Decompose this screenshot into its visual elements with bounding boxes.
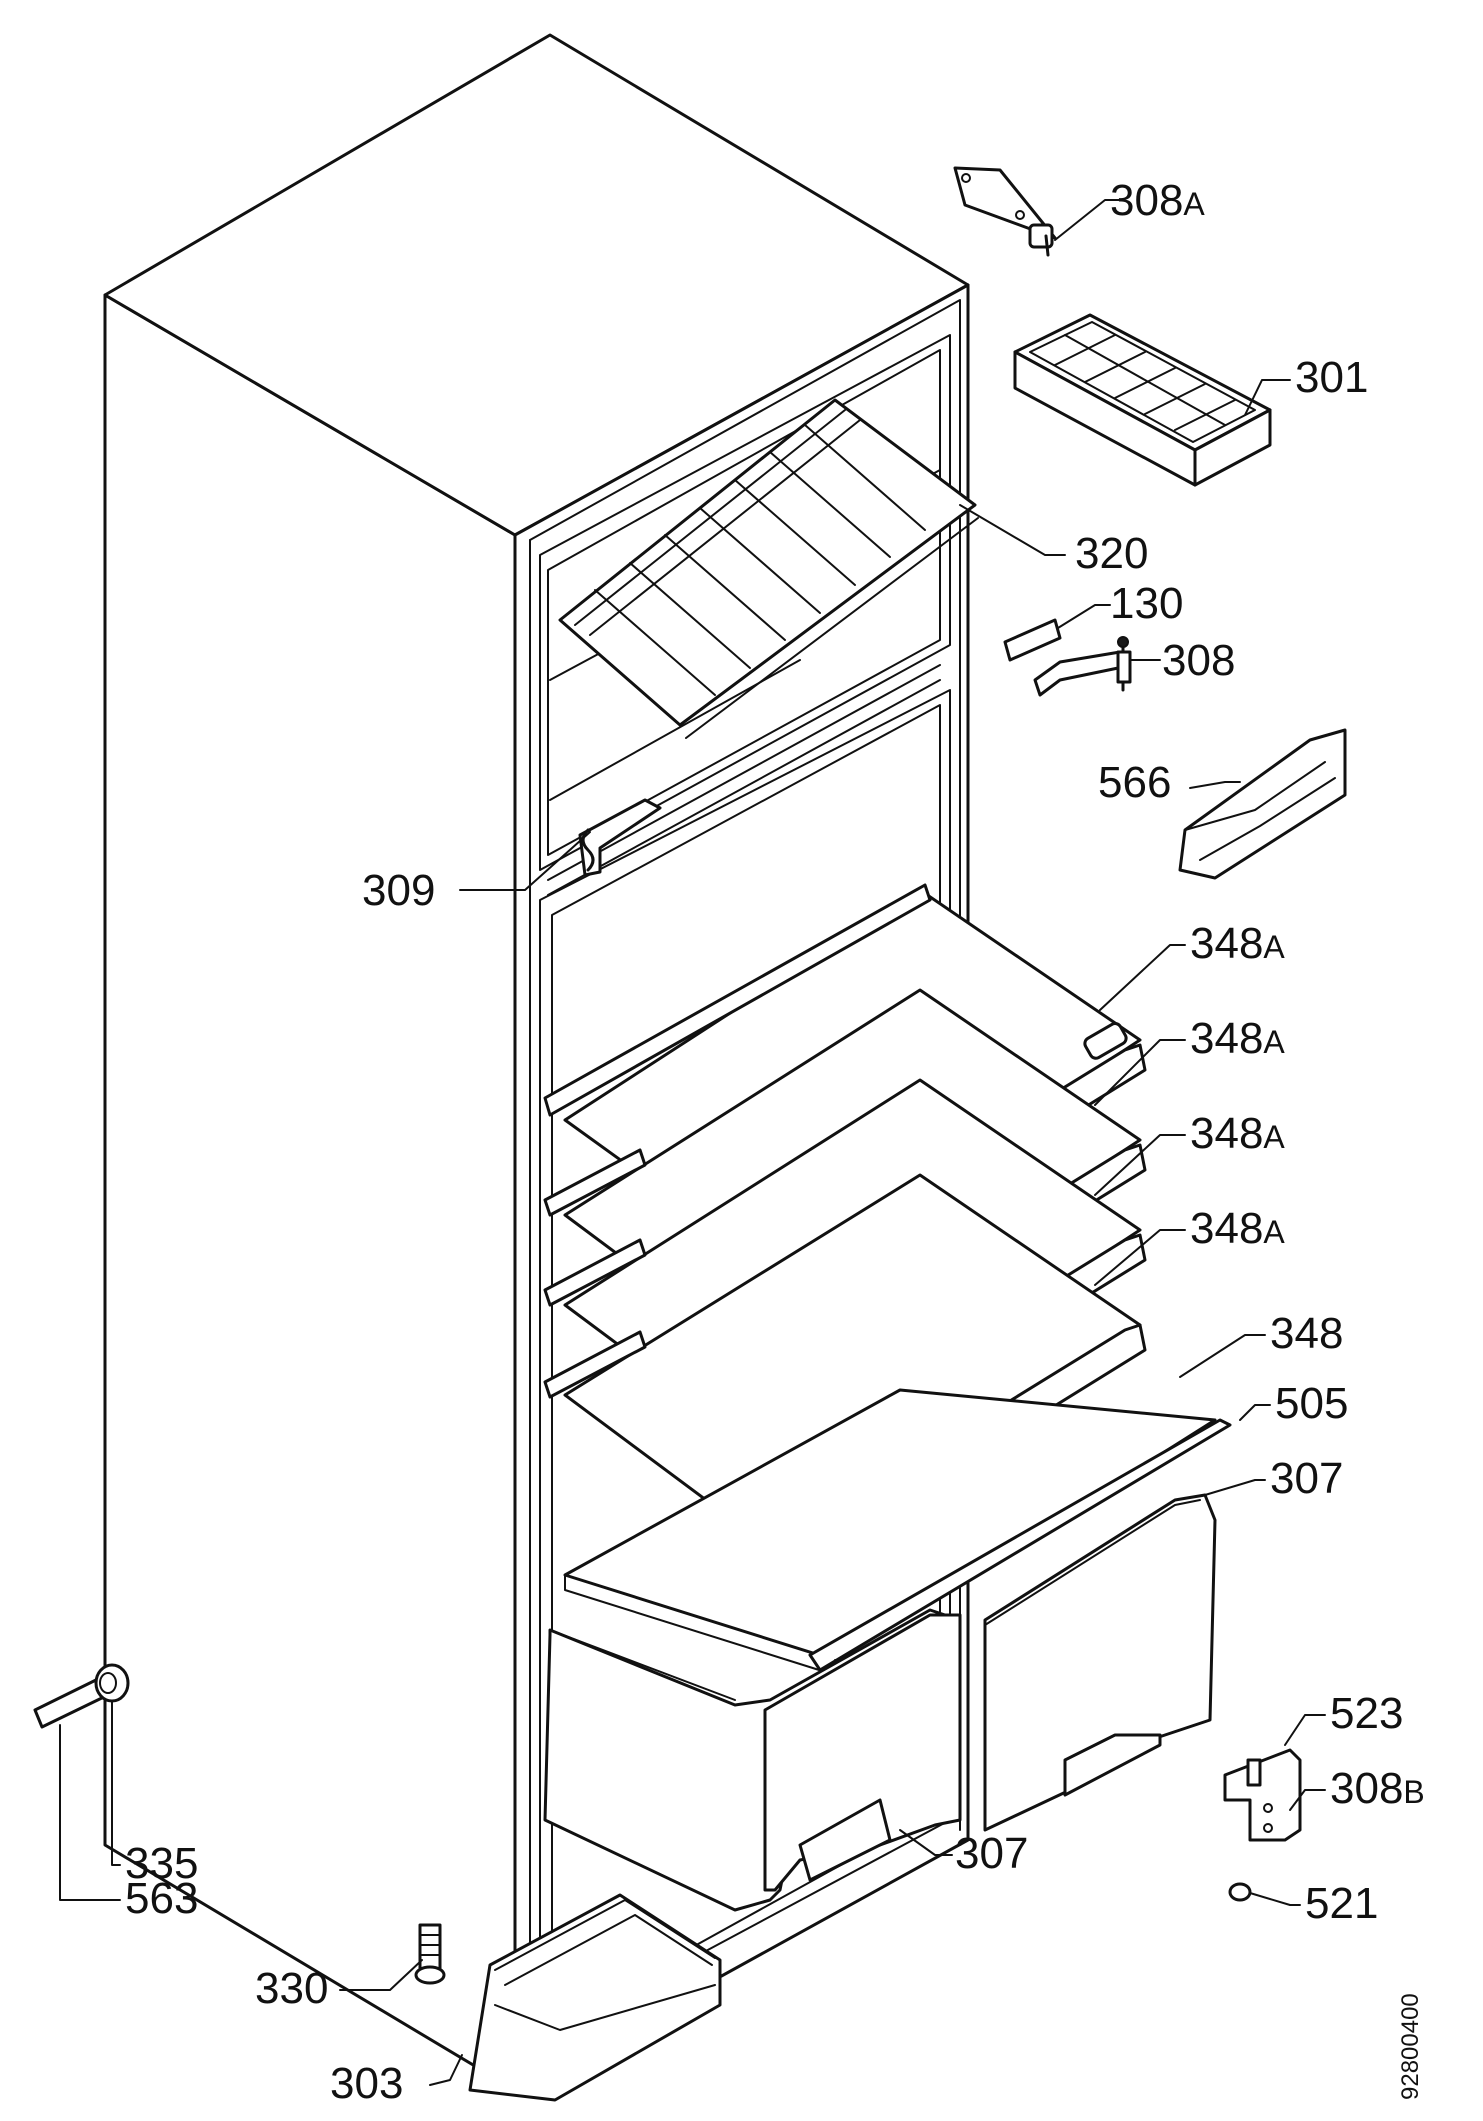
part-label: 307 <box>955 1829 1028 1878</box>
part-label: 335 <box>125 1839 198 1888</box>
part-label: 308A <box>1110 176 1205 225</box>
part-label: 563 <box>125 1874 198 1923</box>
part-label: 303 <box>330 2059 403 2108</box>
bottom-grille <box>468 1893 722 2102</box>
crisper-cover-shelf <box>563 1388 1232 1676</box>
part-label: 330 <box>255 1964 328 2013</box>
door-handle <box>1178 728 1347 880</box>
freezer-wire-rack <box>558 398 979 739</box>
lower-hinge <box>1223 1748 1302 1902</box>
ice-cube-tray <box>1013 313 1272 487</box>
part-label: 308B <box>1330 1764 1425 1813</box>
part-label: 308 <box>1162 636 1235 685</box>
part-label: 130 <box>1110 579 1183 628</box>
part-label: 566 <box>1098 758 1171 807</box>
part-labels: 308A 301 320 130 308 566 309 348A 348A 3… <box>125 176 1425 2108</box>
part-label: 521 <box>1305 1879 1378 1928</box>
part-label: 348A <box>1190 919 1285 968</box>
part-label: 348A <box>1190 1109 1285 1158</box>
middle-hinge-parts <box>1003 618 1132 697</box>
adjustable-foot-screw <box>414 1923 446 1985</box>
part-label: 301 <box>1295 353 1368 402</box>
part-label: 523 <box>1330 1689 1403 1738</box>
leader-lines <box>59 199 1326 2086</box>
shelf-support-clip <box>578 798 662 877</box>
crisper-drawer-right <box>983 1493 1217 1832</box>
crisper-drawers <box>543 1493 1217 1912</box>
top-hinge-bracket <box>953 166 1057 257</box>
part-label: 307 <box>1270 1454 1343 1503</box>
document-number: 92800400 <box>1397 1993 1424 2100</box>
crisper-drawer-left <box>543 1608 962 1912</box>
part-label: 505 <box>1275 1379 1348 1428</box>
part-label: 348A <box>1190 1204 1285 1253</box>
part-label: 348 <box>1270 1309 1343 1358</box>
part-label: 309 <box>362 866 435 915</box>
part-label: 348A <box>1190 1014 1285 1063</box>
part-label: 320 <box>1075 529 1148 578</box>
